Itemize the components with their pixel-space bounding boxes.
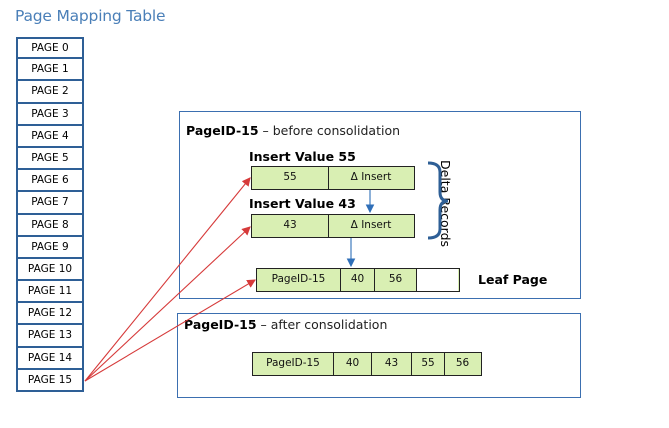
before-panel-title: PageID-15 – before consolidation [186, 123, 400, 138]
before-title-pageid: PageID-15 [186, 123, 259, 138]
consolidated-key-40-cell: 40 [333, 353, 371, 375]
delta1-heading: Insert Value 55 [249, 149, 356, 164]
page-mapping-title: Page Mapping Table [15, 7, 166, 25]
leaf-page-label: Leaf Page [478, 272, 548, 287]
page-mapping-row: PAGE 0 [16, 37, 84, 60]
delta-record-43: 43 Δ Insert [251, 214, 415, 238]
consolidated-key-55-cell: 55 [411, 353, 444, 375]
delta2-heading: Insert Value 43 [249, 196, 356, 211]
page-mapping-row: PAGE 14 [16, 347, 84, 370]
page-mapping-row: PAGE 6 [16, 170, 84, 193]
delta-record-55: 55 Δ Insert [251, 166, 415, 190]
after-title-text: – after consolidation [256, 317, 388, 332]
page-mapping-row: PAGE 8 [16, 214, 84, 237]
page-mapping-row: PAGE 10 [16, 258, 84, 282]
after-title-pageid: PageID-15 [184, 317, 257, 332]
consolidated-page-record: PageID-15 40 43 55 56 [252, 352, 482, 376]
delta2-value-cell: 43 [283, 219, 297, 231]
page-mapping-row: PAGE 5 [16, 147, 84, 171]
before-title-text: – before consolidation [258, 123, 401, 138]
consolidated-pageid-cell: PageID-15 [266, 357, 320, 369]
delta1-value-cell: 55 [283, 171, 297, 183]
page-mapping-row: PAGE 12 [16, 303, 84, 326]
leaf-key-56-cell: 56 [374, 269, 416, 291]
consolidated-key-56-cell: 56 [444, 353, 480, 375]
consolidated-key-43-cell: 43 [371, 353, 411, 375]
delta1-type-cell: Δ Insert [328, 167, 413, 189]
leaf-page-record: PageID-15 40 56 [256, 268, 460, 292]
page-mapping-row: PAGE 7 [16, 192, 84, 215]
page-mapping-row: PAGE 13 [16, 325, 84, 348]
leaf-empty-cell [416, 269, 458, 291]
page-mapping-row: PAGE 4 [16, 125, 84, 148]
page-mapping-row: PAGE 2 [16, 81, 84, 104]
after-panel-title: PageID-15 – after consolidation [184, 317, 387, 332]
page-mapping-row: PAGE 9 [16, 236, 84, 259]
page-mapping-row: PAGE 15 [16, 369, 84, 392]
leaf-pageid-cell: PageID-15 [271, 273, 326, 285]
delta2-type-cell: Δ Insert [328, 215, 413, 237]
delta-records-label: Delta Records [438, 160, 453, 248]
page-mapping-row: PAGE 3 [16, 103, 84, 126]
page-mapping-row: PAGE 1 [16, 59, 84, 82]
leaf-key-40-cell: 40 [340, 269, 374, 291]
page-mapping-row: PAGE 11 [16, 281, 84, 304]
